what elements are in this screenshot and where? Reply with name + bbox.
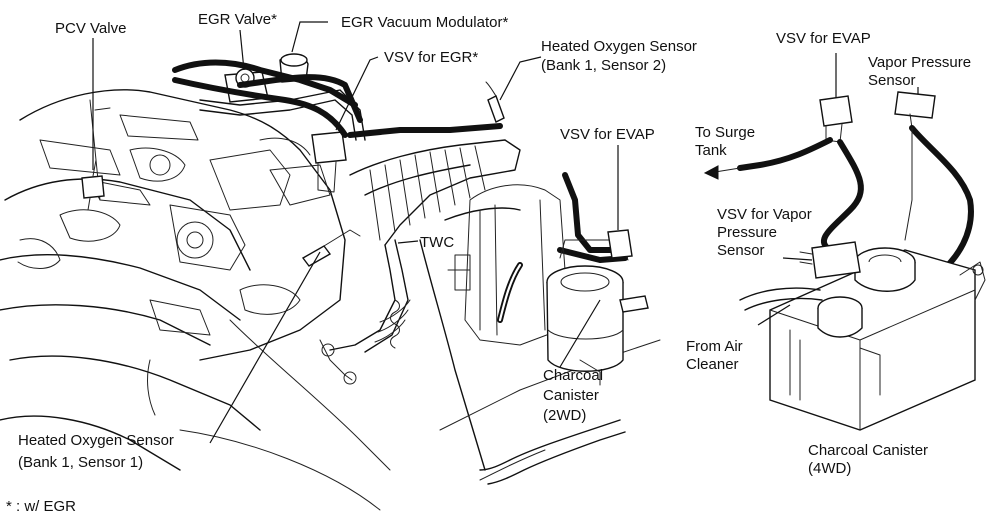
label-pcv-valve: PCV Valve [55,20,126,37]
label-vsv-for-evap-left: VSV for EVAP [560,126,655,143]
label-from-air-cleaner-1: From Air [686,338,743,355]
label-from-air-cleaner-2: Cleaner [686,356,739,373]
label-charcoal-canister-4wd-2: (4WD) [808,460,851,477]
label-vsv-for-egr: VSV for EGR* [384,49,478,66]
footnote: * : w/ EGR [6,498,76,515]
label-heated-oxygen-sensor-b1s2-sub: (Bank 1, Sensor 2) [541,57,666,74]
label-vapor-pressure-sensor-2: Sensor [868,72,916,89]
label-charcoal-canister-2wd-1: Charcoal [543,367,603,384]
label-to-surge-tank-1: To Surge [695,124,755,141]
label-vsv-for-evap-right: VSV for EVAP [776,30,871,47]
label-vapor-pressure-sensor-1: Vapor Pressure [868,54,971,71]
label-egr-valve: EGR Valve* [198,11,277,28]
label-charcoal-canister-4wd-1: Charcoal Canister [808,442,928,459]
label-vsv-for-vapor-pressure-sensor-3: Sensor [717,242,765,259]
label-vsv-for-vapor-pressure-sensor-1: VSV for Vapor [717,206,812,223]
canister-4wd-drawing [703,91,986,431]
charcoal-canister-2wd-drawing [447,184,649,386]
vacuum-hoses-left [172,59,628,263]
label-heated-oxygen-sensor-b1s2: Heated Oxygen Sensor [541,38,697,55]
exhaust-twc-drawing [179,81,661,511]
label-charcoal-canister-2wd-2: Canister [543,387,599,404]
label-heated-oxygen-sensor-b1s1: Heated Oxygen Sensor [18,432,174,449]
label-charcoal-canister-2wd-3: (2WD) [543,407,586,424]
label-heated-oxygen-sensor-b1s1-sub: (Bank 1, Sensor 1) [18,454,143,471]
label-twc: TWC [420,234,454,251]
label-vsv-for-vapor-pressure-sensor-2: Pressure [717,224,777,241]
leader-lines [92,21,919,444]
label-to-surge-tank-2: Tank [695,142,727,159]
label-egr-vacuum-modulator: EGR Vacuum Modulator* [341,14,508,31]
